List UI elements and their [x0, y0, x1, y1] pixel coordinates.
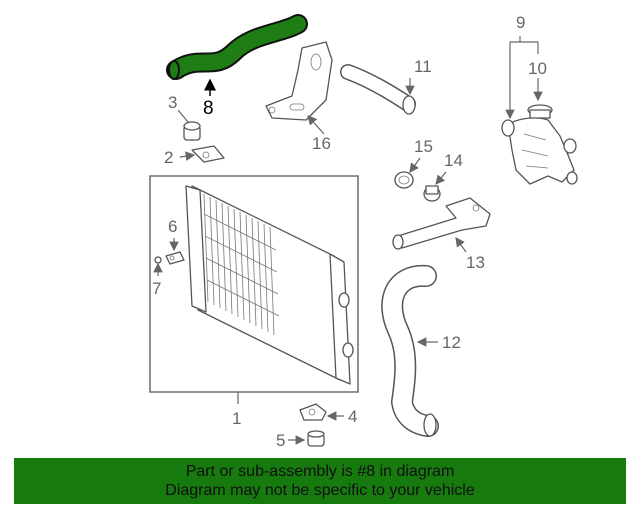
svg-text:6: 6 [168, 217, 177, 236]
radiator-assembly-part-1[interactable] [149, 175, 359, 393]
radiator-cap-part-10[interactable] [527, 104, 553, 119]
svg-text:3: 3 [168, 93, 177, 112]
callout-3: 3 [168, 93, 189, 123]
support-bracket-part-4[interactable] [299, 403, 327, 421]
water-outlet-housing-part-9[interactable] [501, 117, 578, 185]
banner-line-2: Diagram may not be specific to your vehi… [165, 482, 475, 499]
callout-16: 16 [307, 115, 331, 153]
svg-text:13: 13 [466, 253, 485, 272]
svg-text:15: 15 [414, 137, 433, 156]
thermostat-part-14[interactable] [423, 185, 441, 202]
bracket-part-2[interactable] [191, 145, 225, 163]
svg-text:12: 12 [442, 333, 461, 352]
bypass-hose-part-11[interactable] [340, 64, 416, 115]
svg-text:2: 2 [164, 148, 173, 167]
callout-2: 2 [164, 148, 196, 167]
svg-text:5: 5 [276, 431, 285, 450]
upper-radiator-hose-part-8[interactable] [166, 14, 308, 80]
callout-15: 15 [409, 137, 433, 173]
svg-text:9: 9 [516, 13, 525, 32]
svg-text:7: 7 [152, 279, 161, 298]
svg-text:10: 10 [528, 59, 547, 78]
callout-11: 11 [405, 57, 432, 96]
callout-6: 6 [168, 217, 179, 252]
banner-line-1: Part or sub-assembly is #8 in diagram [185, 463, 455, 480]
parts-diagram: 8 3 2 16 11 [149, 13, 578, 450]
svg-text:11: 11 [414, 57, 432, 76]
callout-13: 13 [455, 237, 485, 272]
callout-12: 12 [416, 333, 461, 352]
gasket-part-15[interactable] [394, 171, 414, 189]
drain-cock-part-6[interactable] [165, 251, 185, 265]
callout-5: 5 [276, 431, 306, 450]
lower-radiator-hose-part-12[interactable] [381, 264, 439, 437]
svg-text:4: 4 [348, 407, 357, 426]
nut-part-3[interactable] [183, 121, 201, 141]
callout-7: 7 [152, 262, 163, 298]
info-banner: Part or sub-assembly is #8 in diagram Di… [14, 458, 626, 504]
water-inlet-pipe-part-13[interactable] [392, 197, 491, 250]
svg-text:1: 1 [232, 409, 241, 428]
mounting-bracket-part-16[interactable] [265, 41, 333, 121]
svg-text:14: 14 [444, 151, 463, 170]
cushion-part-5[interactable] [307, 430, 325, 447]
callout-8: 8 [203, 78, 216, 119]
callout-14: 14 [435, 151, 463, 185]
callout-9-10: 9 10 [505, 13, 547, 120]
callout-4: 4 [326, 407, 357, 426]
callout-1: 1 [232, 392, 241, 428]
o-ring-part-7[interactable] [154, 256, 162, 264]
svg-text:8: 8 [203, 98, 214, 119]
svg-text:16: 16 [312, 134, 331, 153]
